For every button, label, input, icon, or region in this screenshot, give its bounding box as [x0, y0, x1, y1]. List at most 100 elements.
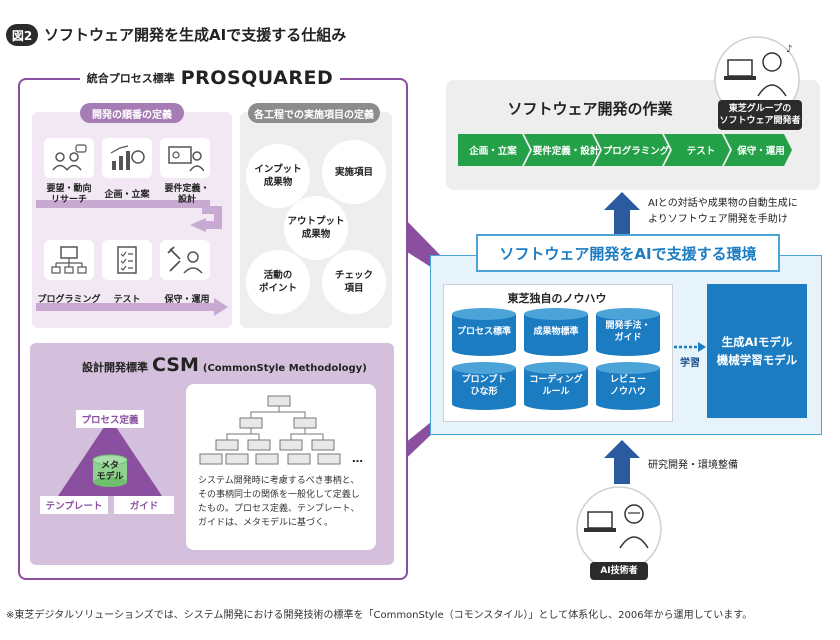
csm-label-sub: (CommonStyle Methodology)	[202, 363, 367, 374]
tree-edges	[226, 406, 324, 440]
database-icon	[596, 362, 660, 410]
phase-label-4: テスト	[686, 146, 716, 157]
developer-tag: 東芝グループの ソフトウェア開発者	[718, 100, 802, 130]
phase-label-5: 保守・運用	[737, 146, 785, 157]
laptop-icon	[724, 59, 756, 80]
requirements-research-icon	[52, 144, 87, 171]
database-icon	[452, 308, 516, 356]
tree-node-l3b	[247, 439, 271, 451]
learning-label: 学習	[680, 358, 700, 369]
tree-node-l3d	[311, 439, 335, 451]
svg-text:♪: ♪	[786, 44, 792, 55]
db-dev-method-guide: 開発手法・ ガイド	[605, 321, 651, 343]
csm-description: システム開発時に考慮するべき事柄と、その事柄同士の関係を一般化して定義したもの。…	[198, 476, 360, 528]
support-text: AIとの対話や成果物の自動生成に よりソフトウェア開発を手助け	[648, 198, 798, 225]
csm-label-small: 設計開発標準	[82, 361, 148, 374]
database-icon	[452, 362, 516, 410]
research-up-arrow	[604, 440, 640, 484]
csm-tree-diagram	[199, 395, 341, 465]
prosquared-label-big: PROSQUARED	[180, 67, 334, 89]
planning-icon	[110, 145, 145, 170]
item-activities: 実施項目	[322, 140, 386, 204]
step-requirements-design-card	[160, 138, 210, 178]
phase-chevron-1	[458, 134, 530, 166]
tree-node-l2-right	[293, 417, 317, 429]
db-coding-rules: コーディング ルール	[529, 375, 583, 397]
ai-engineer-tag: AI技術者	[590, 562, 648, 580]
db-review-knowhow: レビュー ノウハウ	[609, 375, 646, 397]
prosquared-title: 統合プロセス標準 PROSQUARED	[80, 65, 340, 91]
phase-chevron-2	[524, 134, 600, 166]
tree-node-l4a	[199, 453, 223, 465]
database-icon	[596, 308, 660, 356]
knowhow-title: 東芝独自のノウハウ	[507, 292, 607, 305]
programming-icon	[51, 246, 87, 274]
knowhow-databases	[452, 308, 660, 410]
phase-label-3: プログラミング	[602, 146, 670, 157]
step-label-planning: 企画・立案	[104, 190, 150, 200]
database-icon	[524, 308, 588, 356]
phase-label-1: 企画・立案	[469, 146, 517, 157]
item-output-deliverables: アウトプット 成果物	[284, 196, 348, 260]
metamodel-database-icon	[92, 454, 128, 487]
tree-ellipsis: …	[352, 452, 363, 465]
csm-process-definition: プロセス定義	[76, 410, 144, 428]
tree-node-l4b	[225, 453, 249, 465]
flow-arrow-row2-bar	[36, 303, 216, 311]
dev-phase-chevrons	[458, 134, 792, 166]
tree-node-l4e	[317, 453, 341, 465]
test-checklist-icon	[117, 246, 137, 274]
generative-ai-model-box: 生成AIモデル 機械学習モデル	[707, 284, 807, 418]
csm-triangle-diagram	[58, 418, 162, 496]
tree-node-l3c	[279, 439, 303, 451]
developer-person-icon	[757, 52, 787, 97]
tree-node-l2-left	[239, 417, 263, 429]
csm-label-big: CSM	[152, 354, 199, 376]
figure-title: ソフトウェア開発を生成AIで支援する仕組み	[44, 26, 347, 44]
db-prompt-template: プロンプト ひな形	[461, 375, 507, 397]
db-deliverable-standard: 成果物標準	[533, 327, 579, 337]
items-title: 各工程での実施項目の定義	[248, 103, 380, 123]
step-programming-card	[44, 240, 94, 280]
flow-arrow-row2-head	[214, 298, 228, 316]
db-process-standard: プロセス標準	[456, 327, 511, 337]
tree-node-root	[267, 395, 291, 407]
phase-chevron-5	[724, 134, 792, 166]
item-input-deliverables: インプット 成果物	[246, 144, 310, 208]
tree-node-l3a	[215, 439, 239, 451]
csm-guide: ガイド	[114, 496, 174, 514]
csm-metamodel-label: メタ モデル	[96, 461, 124, 482]
requirements-design-icon	[168, 146, 204, 172]
dev-order-title: 開発の順番の定義	[80, 103, 184, 123]
learning-arrow	[674, 342, 706, 352]
step-test-card	[102, 240, 152, 280]
step-requirements-research-card	[44, 138, 94, 178]
phase-label-2: 要件定義・設計	[532, 146, 600, 157]
maintenance-icon	[167, 246, 203, 274]
model-line-2: 機械学習モデル	[716, 353, 798, 367]
step-label-programming: プログラミング	[37, 295, 101, 305]
laptop-icon	[584, 511, 616, 532]
dev-order-flow-arrows	[36, 200, 228, 316]
database-icon	[524, 362, 588, 410]
phase-chevron-3	[594, 134, 670, 166]
csm-template: テンプレート	[40, 496, 108, 514]
phase-chevron-4	[664, 134, 730, 166]
dev-work-title: ソフトウェア開発の作業	[507, 100, 673, 118]
step-label-research-text: 要望・動向 リサーチ	[46, 184, 92, 205]
step-planning-card	[102, 138, 152, 178]
research-text: 研究開発・環境整備	[648, 460, 738, 471]
item-activity-points: 活動の ポイント	[246, 250, 310, 314]
model-line-1: 生成AIモデル	[721, 335, 793, 349]
ai-engineer-avatar	[576, 486, 662, 572]
item-check-items: チェック 項目	[322, 250, 386, 314]
ai-engineer-person-icon	[619, 504, 649, 549]
step-label-research: 要望・動向 リサーチ	[36, 184, 102, 206]
flow-arrow-turn-head	[190, 218, 206, 232]
csm-title: 設計開発標準 CSM (CommonStyle Methodology)	[82, 354, 367, 376]
ai-environment-title: ソフトウェア開発をAIで支援する環境	[476, 234, 780, 272]
support-up-arrow	[604, 192, 640, 236]
figure-badge: 図2	[6, 24, 38, 46]
tree-node-l4d	[287, 453, 311, 465]
prosquared-label-small: 統合プロセス標準	[86, 72, 175, 85]
